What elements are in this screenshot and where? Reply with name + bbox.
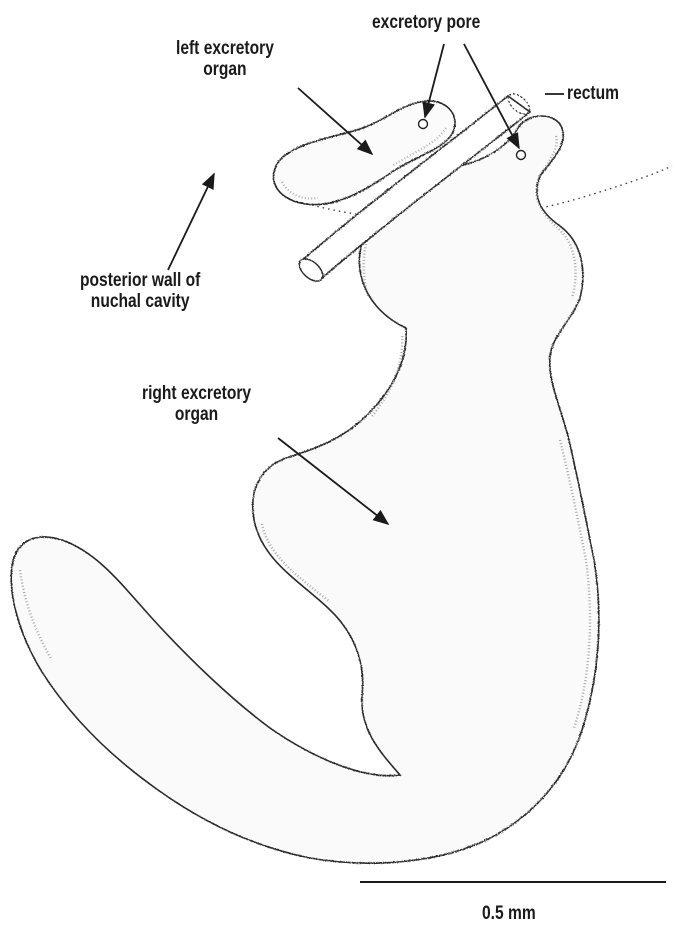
- right-excretory-organ-shape: [11, 116, 599, 863]
- arrow-posterior-wall: [168, 174, 214, 270]
- label-right-excretory-organ: right excretory organ: [142, 383, 251, 425]
- label-left-excretory-organ: left excretory organ: [176, 38, 274, 80]
- label-posterior-wall: posterior wall of nuchal cavity: [80, 270, 200, 312]
- left-excretory-pore: [419, 120, 428, 129]
- label-rectum: rectum: [567, 83, 619, 104]
- scale-bar-label: 0.5 mm: [482, 903, 536, 924]
- right-excretory-pore: [517, 151, 526, 160]
- label-excretory-pore: excretory pore: [372, 12, 480, 33]
